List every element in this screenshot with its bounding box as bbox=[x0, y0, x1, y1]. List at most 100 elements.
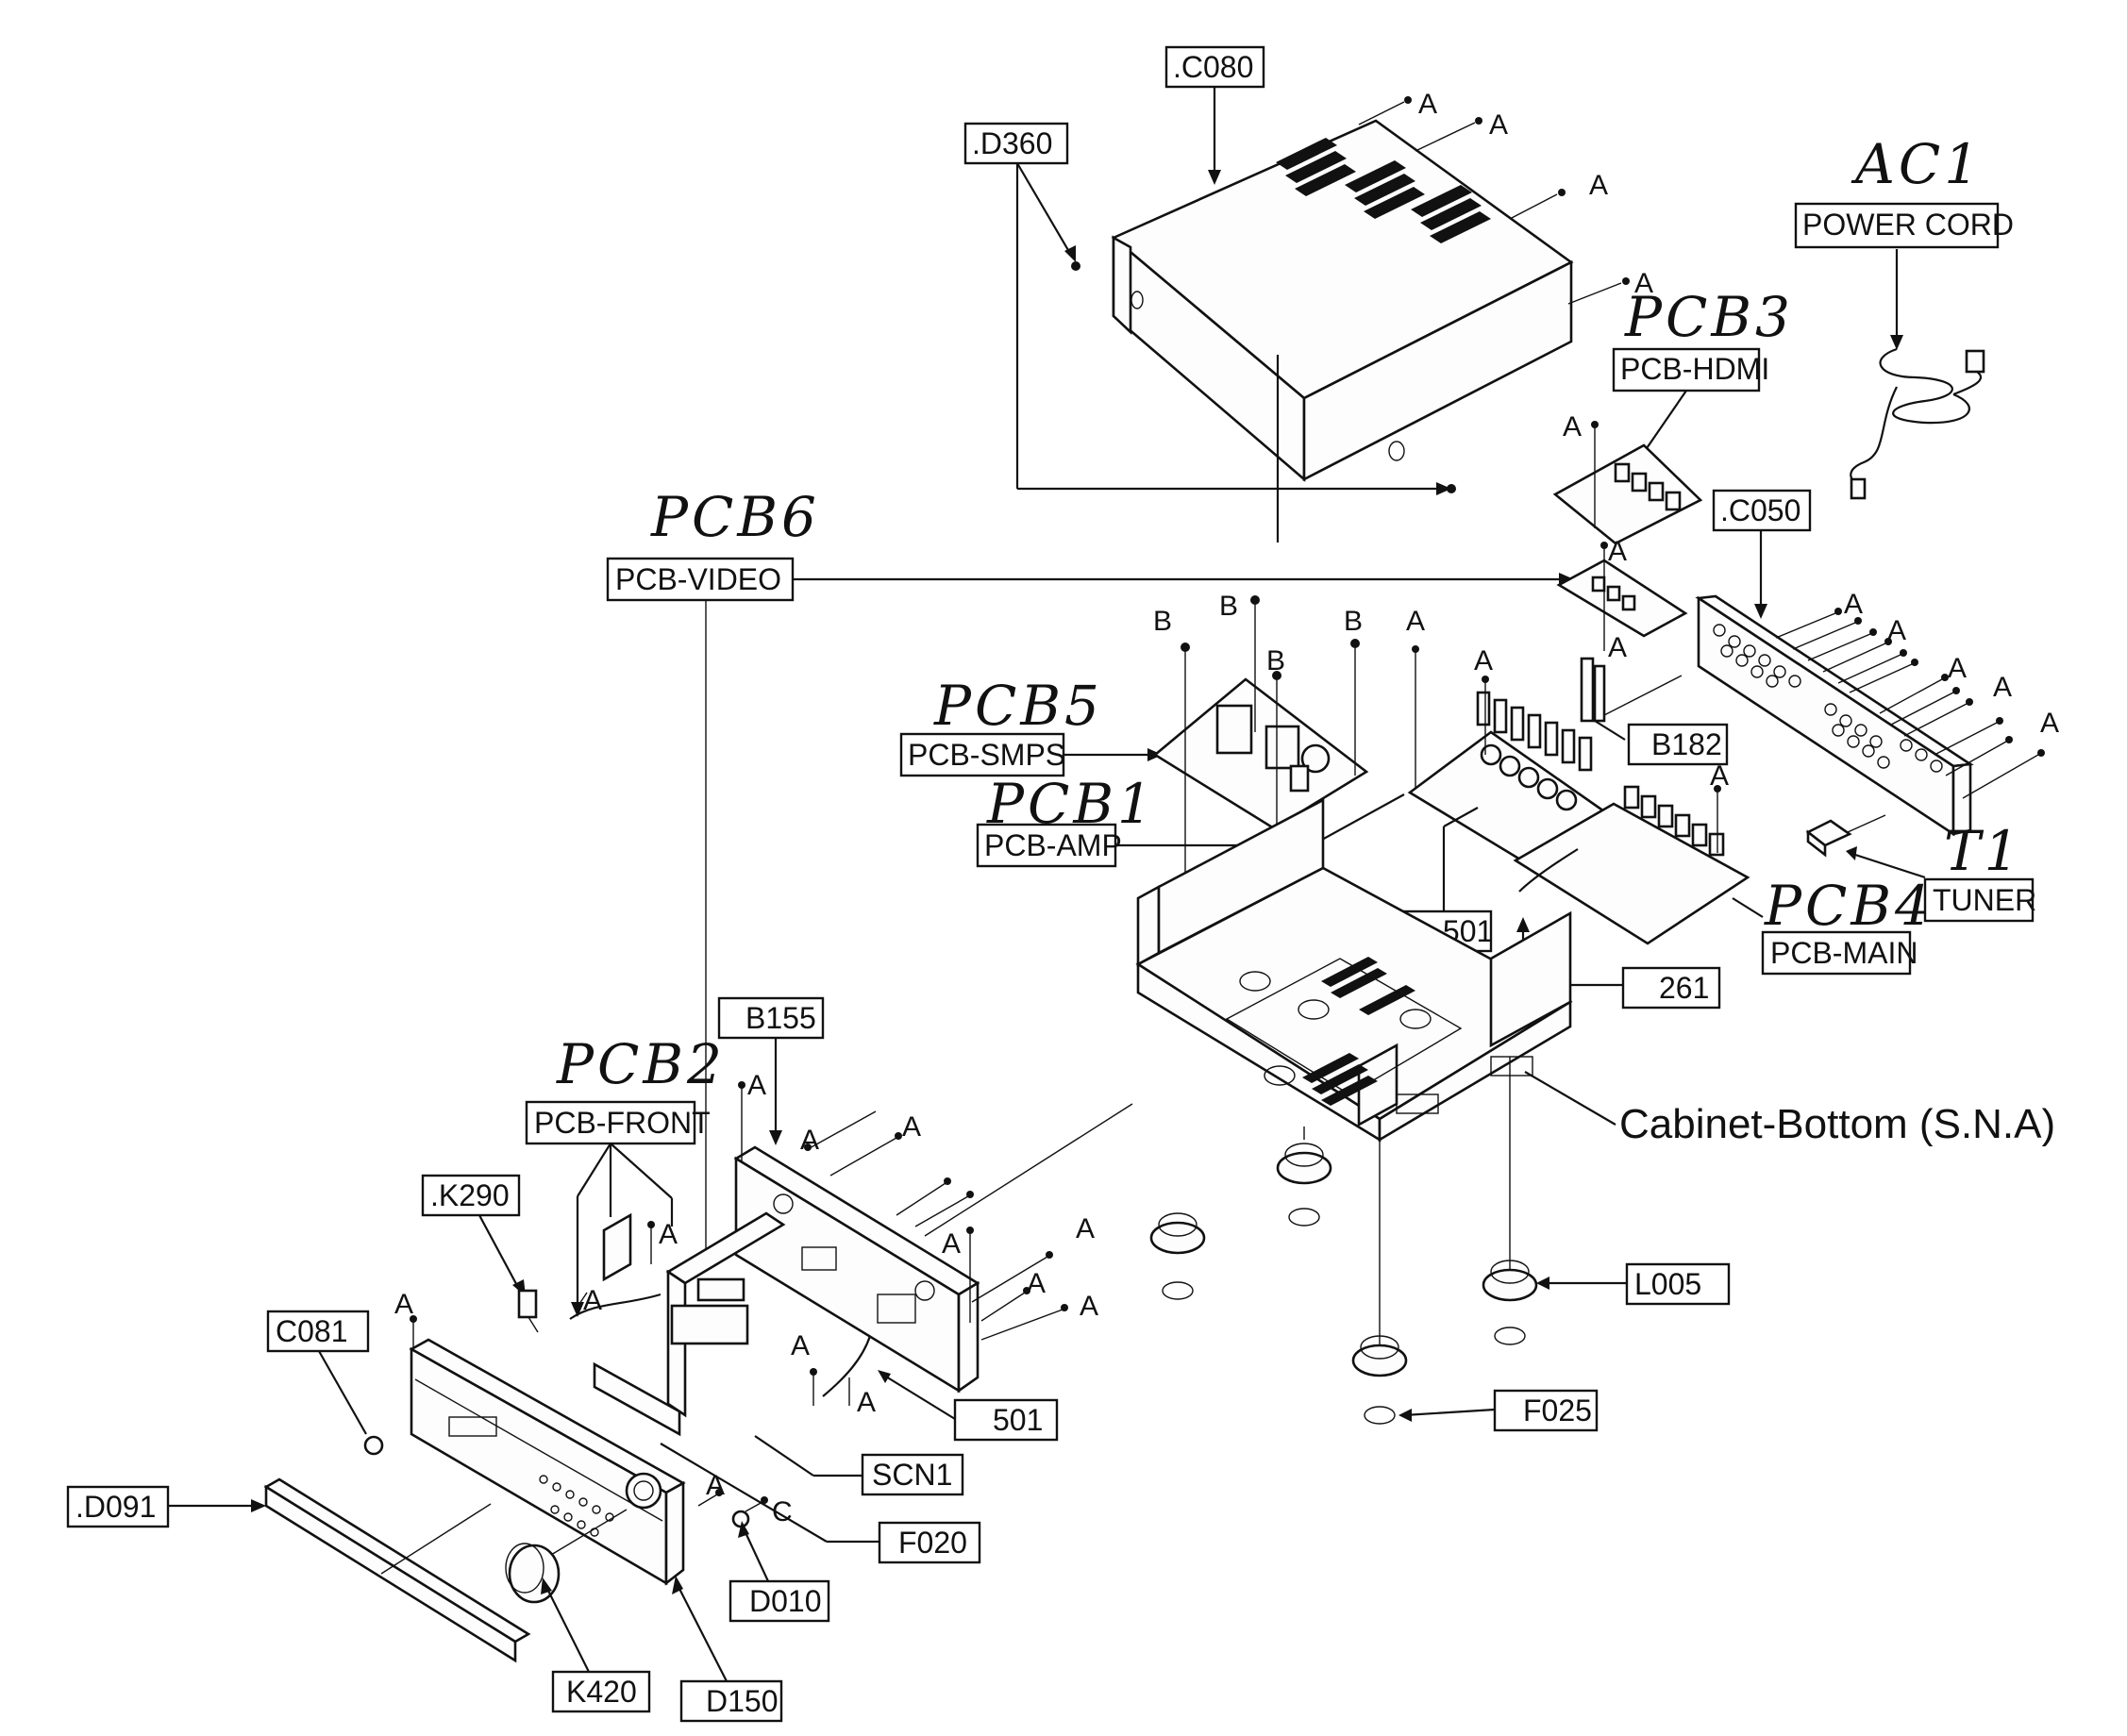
svg-text:K420: K420 bbox=[566, 1675, 637, 1709]
label-pcb-main: PCB-MAIN bbox=[1761, 930, 1918, 976]
label-501-lower: 501 bbox=[878, 1370, 1059, 1442]
label-pcb-smps: PCB-SMPS bbox=[899, 732, 1163, 777]
front-chassis-part bbox=[733, 1103, 1133, 1394]
svg-text:C081: C081 bbox=[276, 1314, 348, 1348]
foot-part bbox=[1482, 1057, 1538, 1345]
label-261: 261 bbox=[1516, 917, 1721, 1010]
label-scn1: SCN1 bbox=[754, 1435, 964, 1496]
smps-board-part bbox=[1152, 677, 1369, 830]
svg-text:.D360: .D360 bbox=[972, 126, 1052, 160]
svg-text:SCN1: SCN1 bbox=[872, 1458, 952, 1492]
svg-text:C: C bbox=[772, 1496, 793, 1527]
svg-text:A: A bbox=[1608, 536, 1627, 567]
label-c050: .C050 bbox=[1712, 489, 1812, 619]
svg-text:A: A bbox=[1634, 268, 1653, 299]
svg-text:A: A bbox=[1948, 653, 1967, 684]
label-b182: B182 bbox=[1627, 723, 1729, 766]
label-c081: C081 bbox=[266, 1310, 384, 1456]
svg-text:A: A bbox=[1489, 109, 1508, 141]
svg-text:A: A bbox=[942, 1228, 961, 1260]
label-d010: D010 bbox=[729, 1521, 830, 1623]
b182-bracket-part bbox=[1580, 657, 1683, 741]
svg-text:PCB-MAIN: PCB-MAIN bbox=[1770, 936, 1918, 970]
handwritten-pcb3: PCB3 bbox=[1624, 285, 1794, 349]
label-f025: F025 bbox=[1398, 1389, 1599, 1432]
svg-text:A: A bbox=[1418, 89, 1437, 120]
label-k420: K420 bbox=[541, 1577, 651, 1713]
label-pcb-video: PCB-VIDEO bbox=[606, 557, 1574, 1270]
svg-text:A: A bbox=[1474, 645, 1493, 676]
svg-text:PCB-AMP: PCB-AMP bbox=[984, 828, 1122, 862]
svg-text:A: A bbox=[1710, 760, 1729, 792]
svg-text:.D091: .D091 bbox=[75, 1490, 156, 1524]
svg-text:A: A bbox=[857, 1387, 876, 1418]
svg-text:A: A bbox=[902, 1111, 921, 1143]
rear-panel-jacks bbox=[1713, 624, 1943, 773]
label-d091: .D091 bbox=[66, 1485, 266, 1528]
svg-text:F025: F025 bbox=[1523, 1394, 1592, 1427]
svg-text:B182: B182 bbox=[1651, 727, 1722, 761]
label-tuner: TUNER bbox=[1923, 877, 2036, 923]
handwritten-ac1: AC1 bbox=[1851, 132, 1983, 196]
label-d360: .D360 bbox=[963, 122, 1451, 495]
svg-text:.C080: .C080 bbox=[1173, 50, 1253, 84]
svg-text:A: A bbox=[706, 1470, 725, 1501]
handwritten-pcb6: PCB6 bbox=[650, 485, 820, 549]
svg-text:.C050: .C050 bbox=[1720, 493, 1800, 527]
foot-part bbox=[1149, 1212, 1206, 1300]
svg-text:A: A bbox=[1993, 672, 2012, 703]
hdmi-board-part: A bbox=[1552, 411, 1703, 545]
cover-screws: A A A A bbox=[1071, 89, 1653, 493]
svg-text:A: A bbox=[1887, 615, 1906, 646]
svg-text:.K290: .K290 bbox=[430, 1178, 510, 1212]
svg-text:261: 261 bbox=[1659, 971, 1709, 1005]
svg-text:A: A bbox=[1844, 589, 1863, 620]
label-d150: D150 bbox=[672, 1576, 783, 1723]
svg-text:A: A bbox=[659, 1219, 678, 1250]
rear-panel-part bbox=[1695, 594, 1974, 837]
svg-text:PCB-FRONT: PCB-FRONT bbox=[534, 1106, 711, 1140]
svg-text:POWER CORD: POWER CORD bbox=[1802, 208, 2014, 242]
main-board-part: A bbox=[1513, 760, 1764, 945]
label-f020: F020 bbox=[660, 1443, 981, 1564]
svg-text:A: A bbox=[1563, 411, 1582, 442]
amp-board-part: A A bbox=[1406, 606, 1607, 864]
svg-text:B: B bbox=[1153, 606, 1172, 637]
svg-text:A: A bbox=[791, 1330, 810, 1361]
foot-part bbox=[1351, 1140, 1408, 1425]
svg-text:B: B bbox=[1266, 645, 1285, 676]
power-cord-part bbox=[1850, 249, 1985, 500]
label-pcb-amp: PCB-AMP bbox=[976, 793, 1405, 868]
foot-part bbox=[1276, 1127, 1332, 1227]
label-pcb-front: PCB-FRONT bbox=[525, 1100, 711, 1317]
rear-panel-screws: A A A A A bbox=[1775, 589, 2059, 799]
label-l005: L005 bbox=[1536, 1262, 1731, 1306]
handwritten-t1: T1 bbox=[1944, 819, 2023, 883]
label-power-cord: POWER CORD bbox=[1794, 202, 2014, 249]
svg-text:A: A bbox=[1076, 1213, 1095, 1244]
top-cover-part bbox=[1111, 119, 1574, 542]
front-board-part: A A A A bbox=[569, 1211, 876, 1418]
video-board-part: A A bbox=[1556, 536, 1688, 663]
svg-text:A: A bbox=[800, 1125, 819, 1156]
svg-text:A: A bbox=[2040, 708, 2059, 739]
label-b155: B155 bbox=[717, 996, 825, 1145]
tuner-part bbox=[1805, 814, 1926, 879]
svg-text:A: A bbox=[747, 1070, 766, 1101]
svg-text:D150: D150 bbox=[706, 1684, 779, 1718]
svg-text:B155: B155 bbox=[745, 1001, 816, 1035]
svg-text:B: B bbox=[1219, 591, 1238, 622]
amp-heatsink-fins bbox=[1476, 691, 1593, 811]
svg-text:PCB-HDMI: PCB-HDMI bbox=[1620, 352, 1769, 386]
svg-text:D010: D010 bbox=[749, 1584, 822, 1618]
svg-text:PCB-VIDEO: PCB-VIDEO bbox=[615, 562, 781, 596]
svg-text:A: A bbox=[1608, 632, 1627, 663]
label-c080: .C080 bbox=[1164, 45, 1265, 185]
svg-text:A: A bbox=[1027, 1268, 1046, 1299]
svg-text:A: A bbox=[1589, 170, 1608, 201]
svg-text:A: A bbox=[394, 1289, 413, 1320]
svg-text:F020: F020 bbox=[898, 1526, 967, 1560]
chassis-screws: A A A A A A A bbox=[738, 1070, 1098, 1341]
handwritten-pcb2: PCB2 bbox=[556, 1032, 726, 1096]
